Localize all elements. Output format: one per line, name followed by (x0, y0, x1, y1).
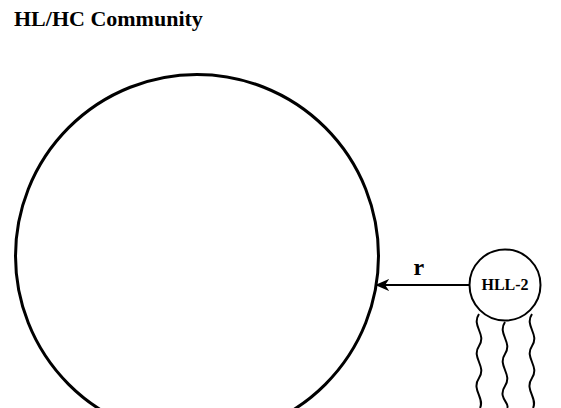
edge-label: r (412, 255, 427, 279)
region-title: HL/HC Community (14, 6, 380, 31)
community-circle: HL/HC Community (14, 6, 380, 408)
radius-arrow (376, 284, 469, 286)
tail-squiggle (529, 314, 534, 408)
cell-circle: HLL-2 (468, 248, 542, 322)
cell-label: HLL-2 (481, 276, 528, 294)
community-circle-outline (14, 73, 380, 408)
tail-squiggle (502, 322, 507, 408)
tail-squiggle (476, 314, 481, 408)
